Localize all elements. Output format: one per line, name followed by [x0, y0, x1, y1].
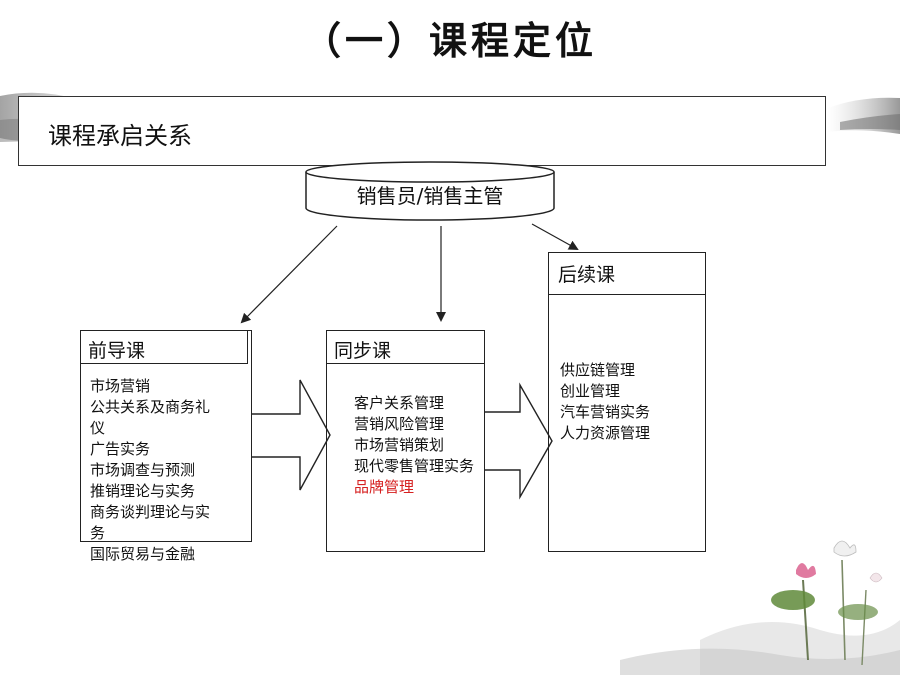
list-item: 商务谈判理论与实 — [90, 503, 211, 521]
sync-course-heading: 同步课 — [334, 340, 392, 362]
list-item: 汽车营销实务 — [560, 403, 651, 421]
list-item: 客户关系管理 — [354, 394, 445, 412]
list-item: 创业管理 — [560, 382, 621, 400]
list-item: 公共关系及商务礼 — [90, 398, 211, 416]
pre-course-header — [80, 330, 248, 364]
list-item: 广告实务 — [90, 440, 151, 458]
list-item: 供应链管理 — [560, 361, 636, 379]
relation-banner — [18, 96, 826, 166]
banner-label: 课程承启关系 — [48, 122, 192, 150]
post-course-list: 供应链管理 创业管理 汽车营销实务 人力资源管理 — [560, 360, 650, 444]
highlighted-item: 品牌管理 — [354, 478, 415, 496]
list-item: 现代零售管理实务 — [354, 457, 475, 475]
pre-course-list: 市场营销 公共关系及商务礼 仪 广告实务 市场调查与预测 推销理论与实务 商务谈… — [90, 376, 210, 565]
list-item: 营销风险管理 — [354, 415, 445, 433]
flow-arrow-sync-to-post — [484, 382, 553, 500]
right-ink-wash — [828, 97, 900, 134]
post-course-heading: 后续课 — [558, 264, 616, 286]
pre-course-heading: 前导课 — [88, 340, 146, 362]
list-item: 人力资源管理 — [560, 424, 651, 442]
list-item: 务 — [90, 524, 106, 542]
role-cylinder — [305, 161, 555, 221]
lotus-illustration — [620, 540, 900, 675]
list-item: 市场营销策划 — [354, 436, 445, 454]
list-item: 国际贸易与金融 — [90, 545, 196, 563]
arrow-to-pre — [240, 225, 338, 324]
sync-course-list: 客户关系管理 营销风险管理 市场营销策划 现代零售管理实务 品牌管理 — [354, 393, 474, 498]
sync-course-header — [326, 330, 485, 364]
page-title: （一）课程定位 — [302, 19, 597, 63]
list-item: 仪 — [90, 419, 106, 437]
arrow-to-post — [531, 223, 579, 250]
list-item: 市场调查与预测 — [90, 461, 196, 479]
role-label: 销售员/销售主管 — [356, 184, 504, 208]
list-item: 推销理论与实务 — [90, 482, 196, 500]
list-item: 市场营销 — [90, 377, 151, 395]
flow-arrow-pre-to-sync — [252, 379, 331, 491]
post-course-header — [548, 252, 706, 295]
